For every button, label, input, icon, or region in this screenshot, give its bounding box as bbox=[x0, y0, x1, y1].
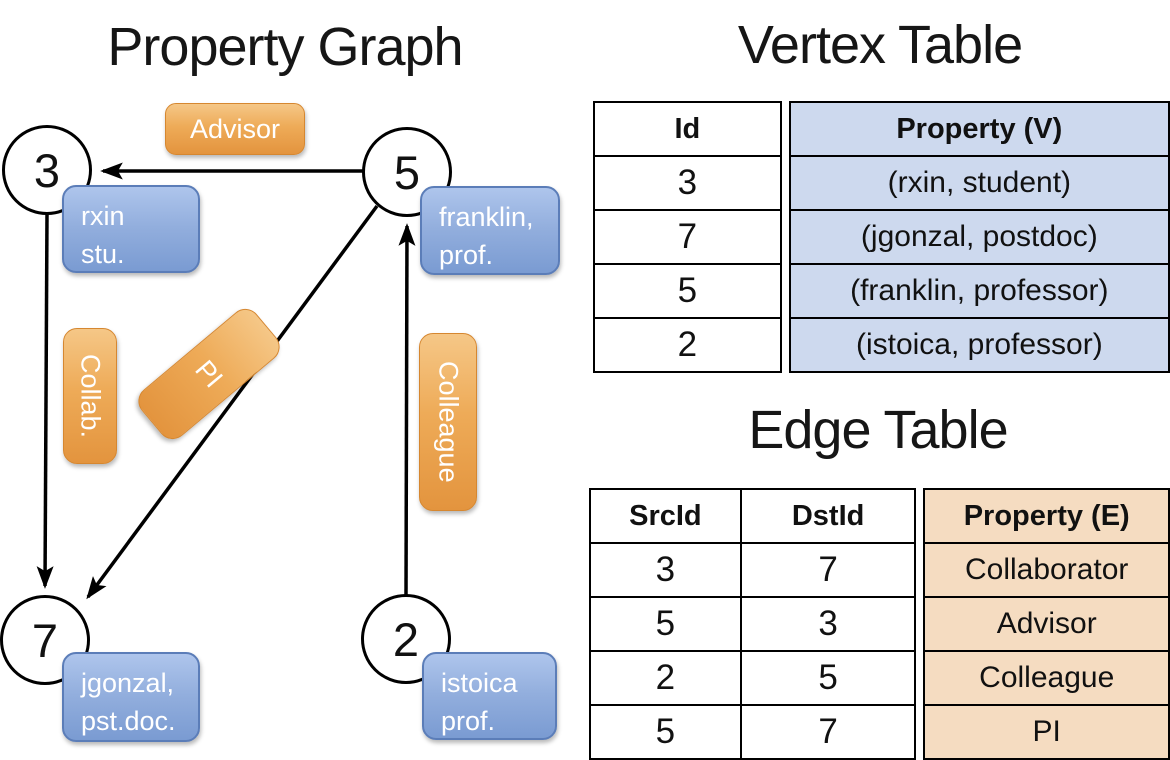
edge-label-advisor-text: Advisor bbox=[189, 113, 281, 144]
edge-dstid-cell: 3 bbox=[739, 596, 917, 652]
vertex-table-id-column: Id 3 7 5 2 bbox=[593, 101, 782, 373]
vertex-property-cell: (franklin, professor) bbox=[788, 263, 1170, 319]
node-property-box-5: franklin, prof. bbox=[420, 186, 560, 275]
table-row: (rxin, student) bbox=[788, 155, 1170, 211]
edge-table-title: Edge Table bbox=[748, 400, 1008, 460]
property-graph-title: Property Graph bbox=[107, 17, 463, 77]
vertex-property-cell: (rxin, student) bbox=[788, 155, 1170, 211]
node-property-line: istoica bbox=[441, 668, 518, 698]
edge-label-colleague-text: Colleague bbox=[433, 361, 464, 483]
edge-label-pi: PI bbox=[132, 302, 286, 446]
edge-property-cell: Colleague bbox=[923, 650, 1170, 706]
vertex-property-cell: (istoica, professor) bbox=[788, 317, 1170, 373]
edge-dstid-cell: 7 bbox=[739, 542, 917, 598]
vertex-table-header-id: Id bbox=[593, 101, 782, 157]
edge-property-cell: PI bbox=[923, 704, 1170, 760]
vertex-node-3: 3 bbox=[2, 125, 92, 215]
node-property-line: franklin, bbox=[439, 202, 534, 232]
edge-srcid-cell: 5 bbox=[589, 704, 742, 760]
table-column-gap bbox=[782, 101, 789, 373]
edge-colleague-2-to-5 bbox=[398, 223, 416, 596]
table-column-gap bbox=[916, 488, 923, 760]
edge-srcid-cell: 2 bbox=[589, 650, 742, 706]
vertex-table: Id 3 7 5 2 Property (V) (rxin, student) … bbox=[593, 101, 1170, 373]
edge-table: SrcId DstId 3 7 5 3 2 5 5 7 Property bbox=[589, 488, 1170, 760]
vertex-id-cell: 5 bbox=[593, 263, 782, 319]
node-property-box-2: istoica prof. bbox=[422, 652, 557, 740]
node-property-line: stu. bbox=[81, 239, 125, 270]
edge-label-pi-text: PI bbox=[189, 354, 230, 394]
edge-label-collab-text: Collab. bbox=[75, 353, 106, 439]
vertex-table-title: Vertex Table bbox=[737, 15, 1023, 75]
edge-table-header-dstid: DstId bbox=[739, 488, 917, 544]
table-row: Colleague bbox=[923, 650, 1170, 706]
edge-srcid-cell: 3 bbox=[589, 542, 742, 598]
table-row: 3 bbox=[593, 155, 782, 211]
vertex-id-cell: 2 bbox=[593, 317, 782, 373]
edge-dstid-cell: 7 bbox=[739, 704, 917, 760]
table-row: 3 7 bbox=[589, 542, 917, 598]
table-row: (jgonzal, postdoc) bbox=[788, 209, 1170, 265]
edge-table-header-srcid: SrcId bbox=[589, 488, 742, 544]
table-row: 5 7 bbox=[589, 704, 917, 760]
edge-label-advisor: Advisor bbox=[165, 103, 305, 155]
table-row: Advisor bbox=[923, 596, 1170, 652]
table-row: 2 bbox=[593, 317, 782, 373]
node-property-line: prof. bbox=[441, 706, 496, 737]
edge-property-cell: Advisor bbox=[923, 596, 1170, 652]
edge-table-property-column: Property (E) Collaborator Advisor Collea… bbox=[923, 488, 1170, 760]
node-property-line: jgonzal, bbox=[81, 668, 175, 698]
edge-srcid-cell: 5 bbox=[589, 596, 742, 652]
node-property-line: pst.doc. bbox=[81, 706, 176, 737]
edge-dstid-cell: 5 bbox=[739, 650, 917, 706]
table-row: 5 bbox=[593, 263, 782, 319]
vertex-property-cell: (jgonzal, postdoc) bbox=[788, 209, 1170, 265]
table-row: 7 bbox=[593, 209, 782, 265]
table-row: 5 3 bbox=[589, 596, 917, 652]
edge-collab-3-to-7 bbox=[36, 213, 54, 589]
table-row: Collaborator bbox=[923, 542, 1170, 598]
table-row: 2 5 bbox=[589, 650, 917, 706]
table-row: (istoica, professor) bbox=[788, 317, 1170, 373]
edge-property-cell: Collaborator bbox=[923, 542, 1170, 598]
vertex-id-cell: 3 bbox=[593, 155, 782, 211]
vertex-table-property-column: Property (V) (rxin, student) (jgonzal, p… bbox=[788, 101, 1170, 373]
edge-table-header-property: Property (E) bbox=[923, 488, 1170, 544]
vertex-node-5: 5 bbox=[362, 127, 452, 217]
table-row: PI bbox=[923, 704, 1170, 760]
node-property-box-7: jgonzal, pst.doc. bbox=[62, 652, 200, 742]
edge-label-collab: Collab. bbox=[63, 328, 117, 464]
table-row: (franklin, professor) bbox=[788, 263, 1170, 319]
edge-label-colleague: Colleague bbox=[419, 333, 477, 511]
edge-table-id-columns: SrcId DstId 3 7 5 3 2 5 5 7 bbox=[589, 488, 917, 760]
node-property-line: prof. bbox=[439, 240, 494, 271]
node-property-box-3: rxin stu. bbox=[62, 185, 200, 273]
vertex-table-header-property: Property (V) bbox=[788, 101, 1170, 157]
node-property-line: rxin bbox=[81, 201, 125, 231]
vertex-id-cell: 7 bbox=[593, 209, 782, 265]
